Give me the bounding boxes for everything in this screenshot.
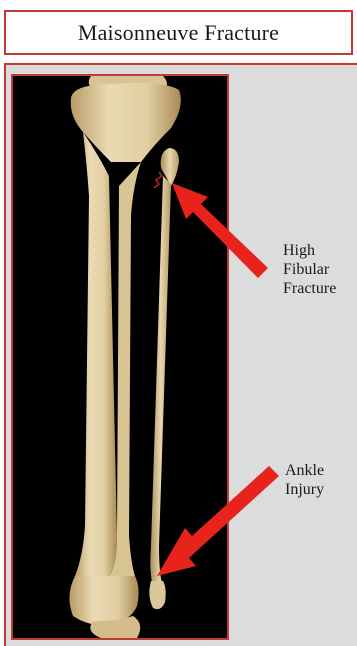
title-box: Maisonneuve Fracture [4,10,353,55]
label-line: Fracture [283,279,336,298]
lateral-malleolus [149,581,165,609]
label-line: Ankle [285,461,324,480]
tibia-fibula-illustration [13,76,227,638]
bone-illustration-frame [11,74,229,640]
label-line: Injury [285,480,324,499]
ankle-injury-label: Ankle Injury [285,461,324,499]
tibia-shaft [75,132,117,576]
label-line: High [283,241,336,260]
label-line: Fibular [283,260,336,279]
high-fibular-fracture-label: High Fibular Fracture [283,241,336,298]
page-title: Maisonneuve Fracture [78,20,279,46]
fibula-shaft [150,176,171,586]
fracture-line [154,172,162,188]
